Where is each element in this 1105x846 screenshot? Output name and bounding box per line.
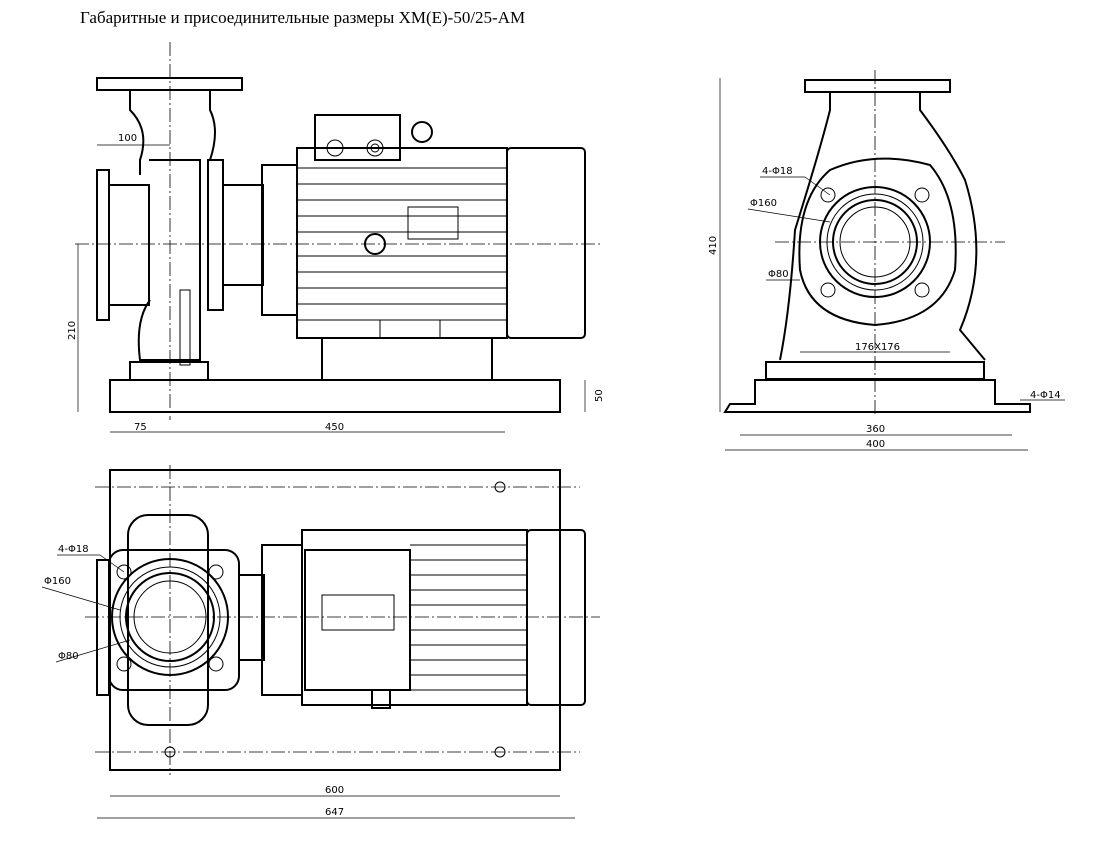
- dim-height: 410: [708, 236, 719, 255]
- label-plan-bolt-holes: 4-Φ18: [58, 544, 89, 555]
- dim-hole-spacing: 360: [866, 424, 885, 435]
- front-view: 410 4-Φ18 Φ160 Φ80 176X176 4-Φ14 360 400: [708, 70, 1065, 451]
- dim-axis-height: 210: [67, 321, 78, 340]
- dim-base-offset: 75: [134, 422, 147, 433]
- dim-base-width: 400: [866, 439, 885, 450]
- label-bolt-circle: Φ160: [750, 198, 777, 209]
- dim-plan-hole-spacing: 600: [325, 785, 344, 796]
- label-bore: Φ80: [768, 269, 789, 280]
- plan-view: 4-Φ18 Φ160 Φ80 600 647: [41, 465, 600, 819]
- dim-plan-base-length: 647: [325, 807, 344, 818]
- side-view: 100 210 75 450 50: [67, 42, 605, 433]
- label-bolt-holes: 4-Φ18: [762, 166, 793, 177]
- dim-foot-pattern: 176X176: [855, 342, 900, 353]
- label-plan-bore: Φ80: [58, 651, 79, 662]
- label-plan-bolt-circle: Φ160: [44, 576, 71, 587]
- dim-foot-spacing: 450: [325, 422, 344, 433]
- label-foot-holes: 4-Φ14: [1030, 390, 1061, 401]
- dim-suction-offset: 100: [118, 133, 137, 144]
- drawing-title: Габаритные и присоединительные размеры X…: [80, 8, 526, 27]
- dim-base-height: 50: [594, 389, 605, 402]
